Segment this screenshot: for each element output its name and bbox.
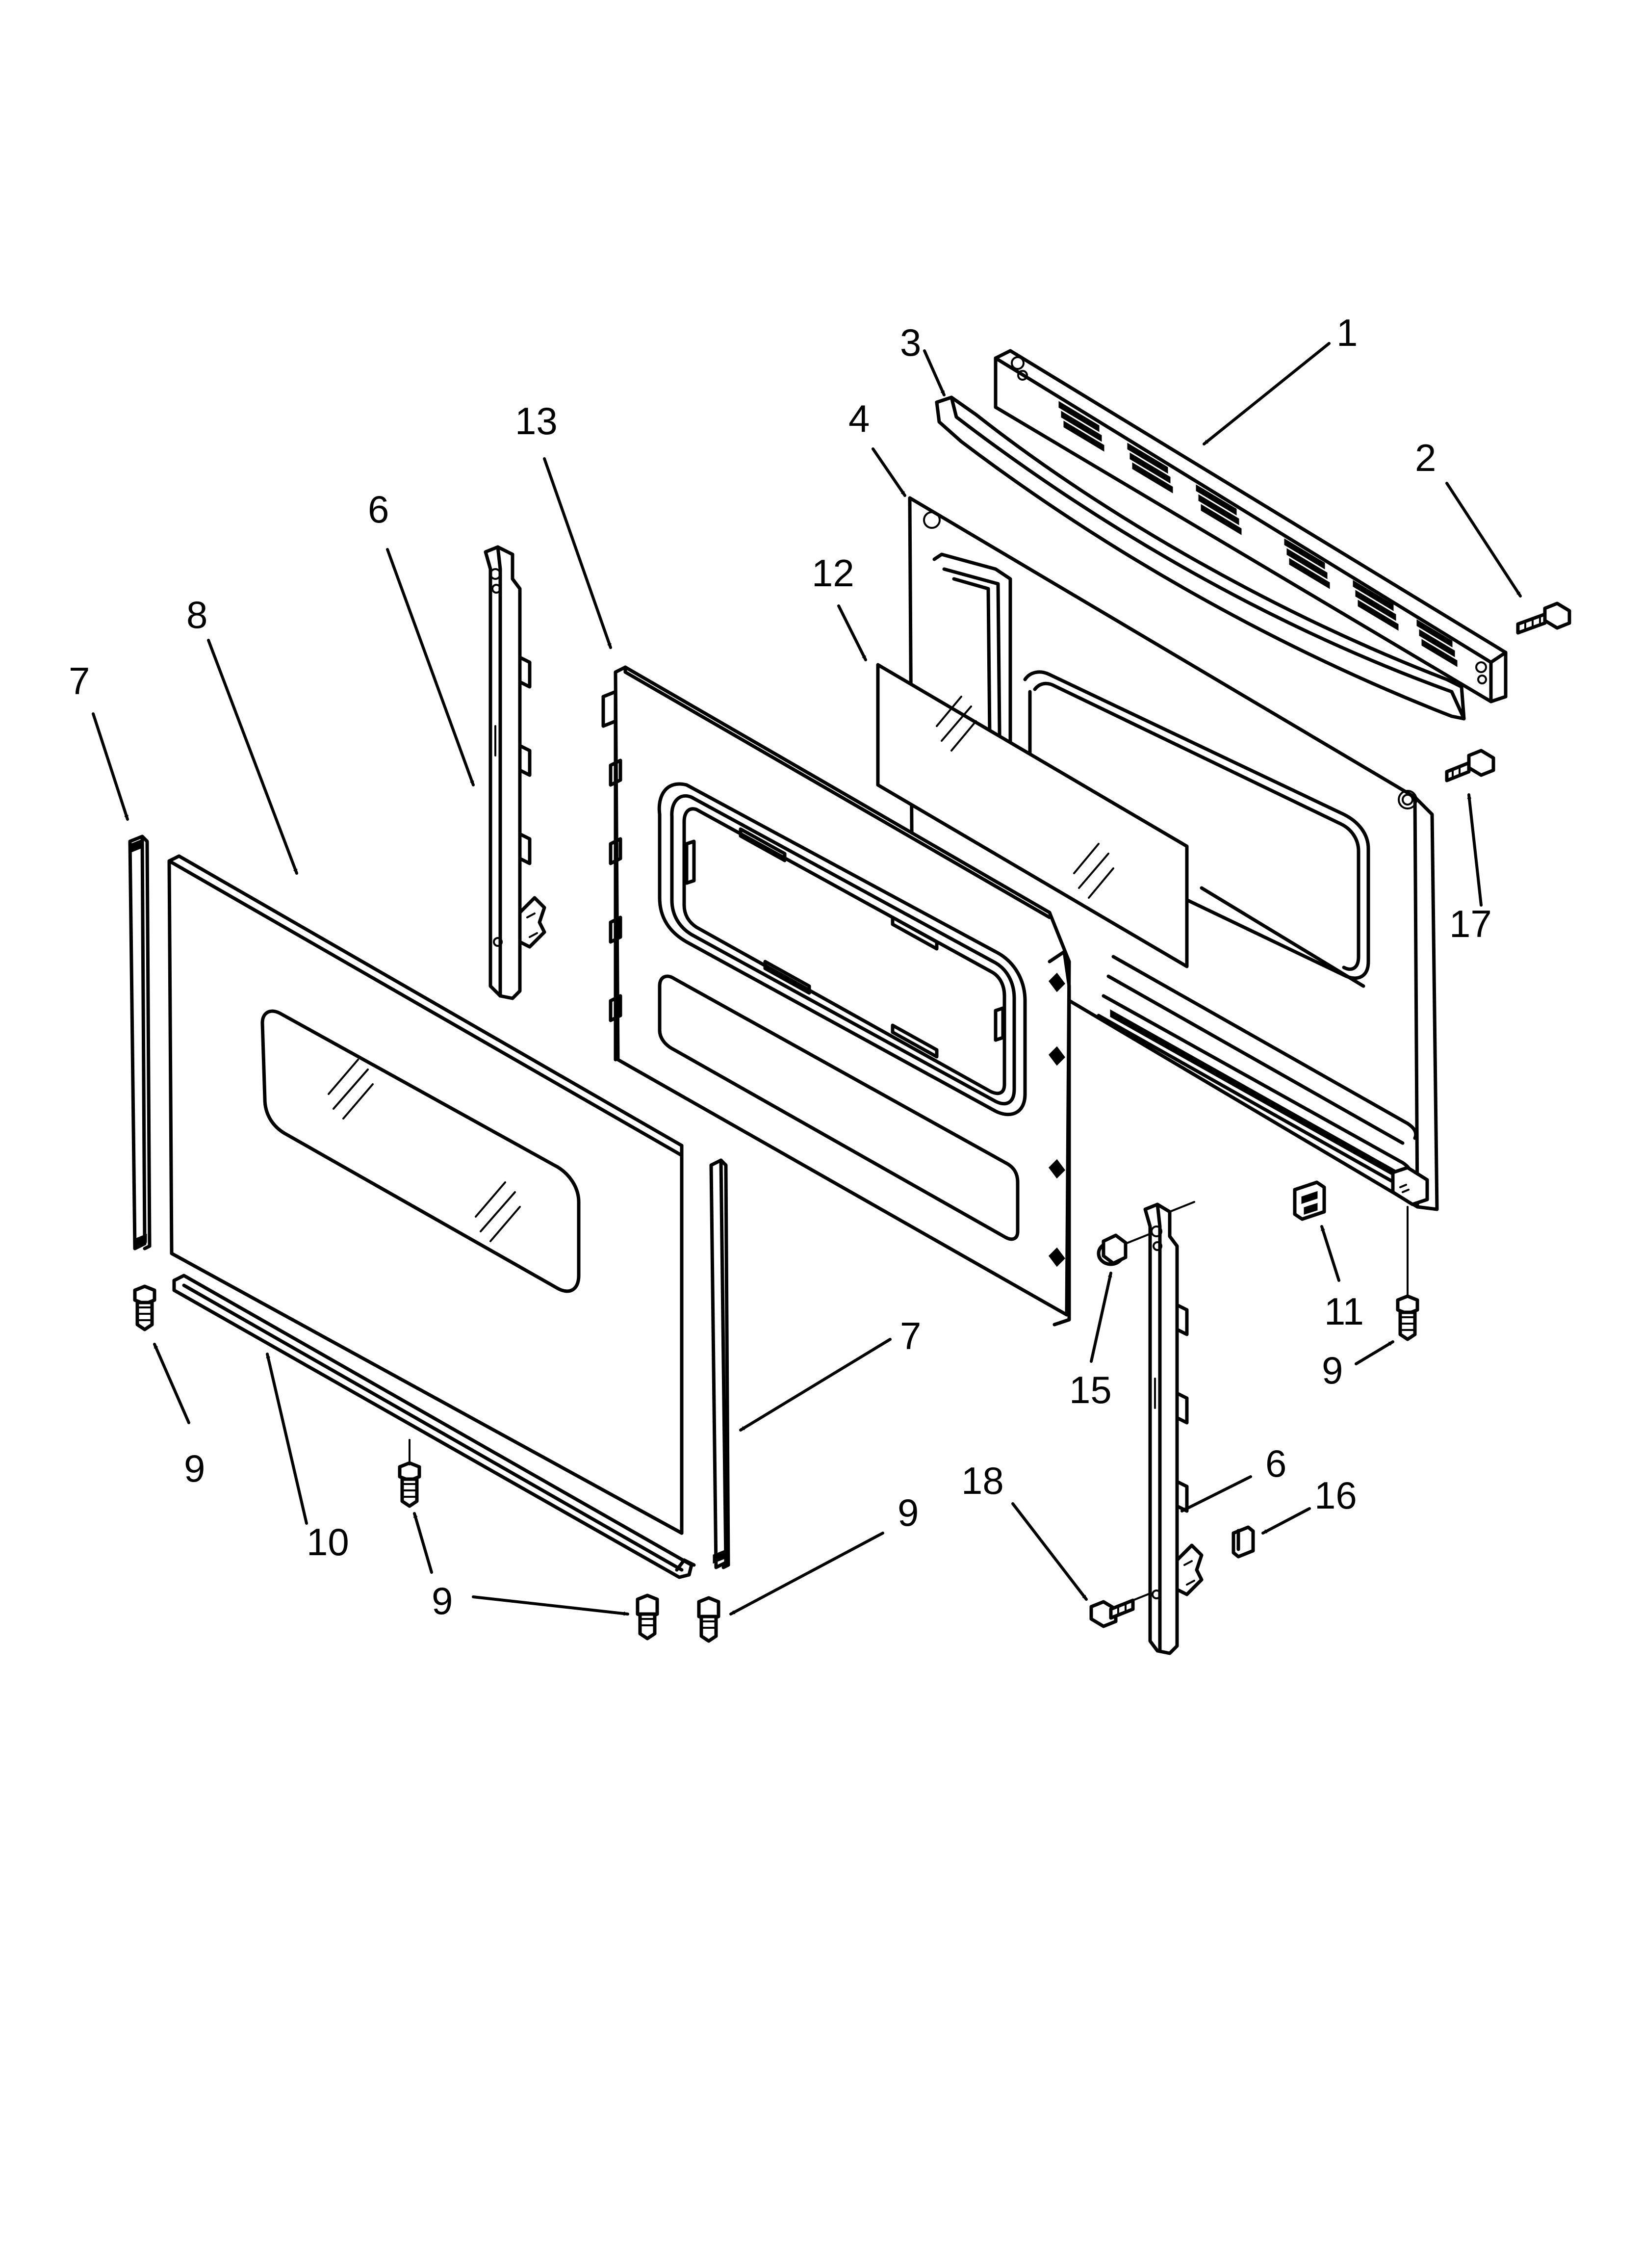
callout-11: 11 <box>1324 1290 1364 1333</box>
callout-18: 18 <box>961 1459 1004 1502</box>
vent-slots <box>1058 401 1458 667</box>
callout-9-right: 9 <box>1322 1349 1343 1392</box>
part-6-hinge-channel-upper <box>484 545 546 1000</box>
callout-10: 10 <box>307 1520 349 1564</box>
callout-15: 15 <box>1069 1368 1112 1411</box>
callout-7-left: 7 <box>69 659 90 703</box>
callout-9-bottom: 9 <box>432 1579 453 1622</box>
part-2-screw <box>1516 601 1571 635</box>
callout-13: 13 <box>515 399 558 443</box>
callout-labels: 1 2 3 4 12 13 6 8 7 17 11 9 15 7 6 16 18… <box>69 311 1492 1622</box>
part-11-clip <box>1293 1180 1326 1221</box>
callout-16: 16 <box>1314 1474 1357 1517</box>
callout-4: 4 <box>848 397 870 440</box>
part-13-glass-pack-frame <box>601 665 1071 1327</box>
callout-12: 12 <box>812 551 854 595</box>
callout-7-right: 7 <box>900 1314 921 1357</box>
part-10-bottom-trim <box>172 1274 696 1579</box>
callout-8: 8 <box>186 593 207 636</box>
part-7-side-trim-right <box>709 1158 730 1569</box>
part-8-outer-door-panel <box>167 854 684 1535</box>
callout-6-lower: 6 <box>1265 1442 1286 1485</box>
part-9-screw-bottom-center <box>398 1439 421 1508</box>
callout-1: 1 <box>1336 311 1358 354</box>
part-15-plug <box>1097 1233 1151 1266</box>
part-1-vent-trim <box>994 349 1508 704</box>
part-12-glass-pane <box>876 663 1189 968</box>
callout-9-bottom-right: 9 <box>898 1491 919 1534</box>
part-9-screw-bottom-right-b <box>697 1596 720 1643</box>
callout-6-upper: 6 <box>368 488 389 531</box>
part-3-door-handle <box>935 395 1466 721</box>
part-7-side-trim-left <box>128 834 152 1251</box>
callout-3: 3 <box>900 321 921 364</box>
part-9-screw-left <box>133 1284 156 1331</box>
part-18-screw <box>1089 1592 1151 1628</box>
callout-17: 17 <box>1449 902 1492 945</box>
part-6-hinge-channel-lower <box>1143 1201 1204 1655</box>
callout-2: 2 <box>1415 436 1436 479</box>
part-9-screw-right <box>1396 1206 1419 1341</box>
callout-9-left: 9 <box>184 1447 205 1490</box>
part-16-clip <box>1232 1525 1255 1559</box>
leader-lines <box>92 342 1522 1616</box>
part-9-screw-bottom-right-a <box>636 1593 659 1641</box>
part-17-screw <box>1445 749 1495 782</box>
